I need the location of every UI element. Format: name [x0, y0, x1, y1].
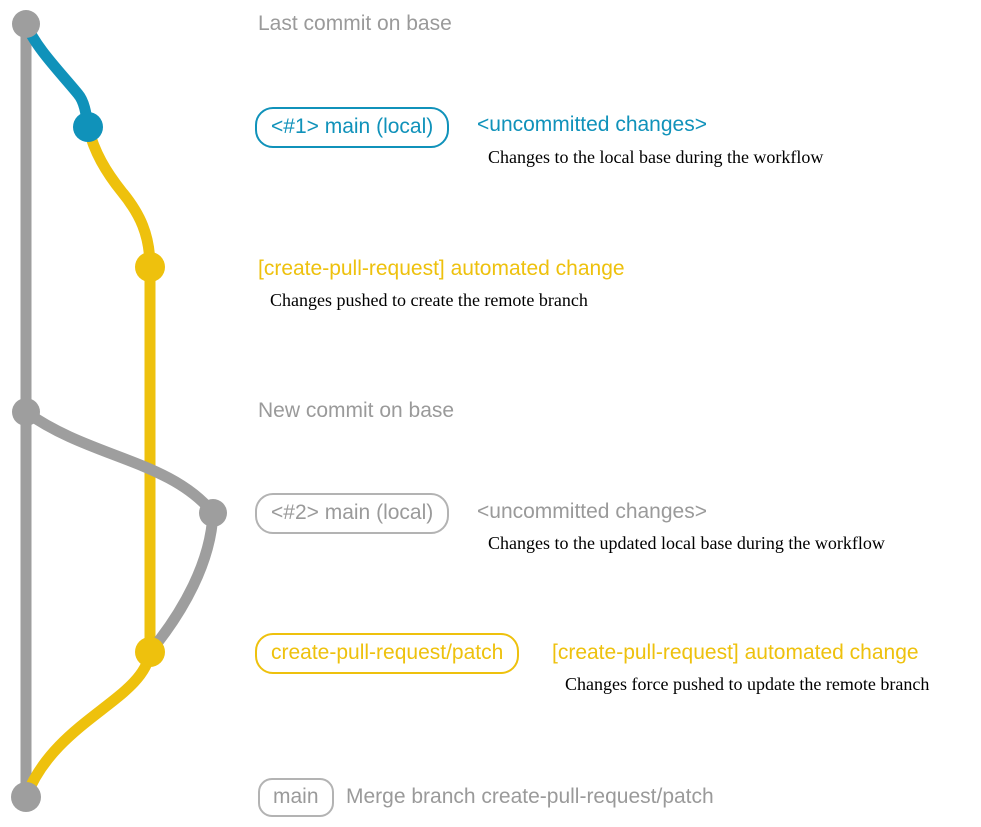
commit-node-local-1: [73, 112, 103, 142]
commit-node-automated-1: [135, 252, 165, 282]
commit-node-automated-2: [135, 637, 165, 667]
automated-change-title-2: [create-pull-request] automated change: [552, 641, 919, 664]
commit-node-last-on-base: [12, 10, 40, 38]
uncommitted-changes-label-1: <uncommitted changes>: [477, 113, 707, 136]
note-force-pushed-update-remote: Changes force pushed to update the remot…: [565, 674, 930, 694]
note-local-base-changes: Changes to the local base during the wor…: [488, 147, 824, 167]
branch-badge-main-local-1: <#1> main (local): [255, 107, 450, 148]
commit-node-local-2: [199, 499, 227, 527]
branch-badge-main-local-2: <#2> main (local): [255, 493, 450, 534]
new-commit-title: New commit on base: [258, 399, 455, 422]
remote-branch-merge-curve: [20, 646, 156, 803]
uncommitted-changes-label-2: <uncommitted changes>: [477, 500, 707, 523]
local-changes-curve: [20, 18, 94, 133]
updated-base-return-curve: [144, 507, 219, 658]
branch-badge-patch: create-pull-request/patch: [255, 633, 520, 674]
note-pushed-create-remote: Changes pushed to create the remote bran…: [270, 290, 588, 310]
merge-commit-message: Merge branch create-pull-request/patch: [346, 785, 714, 808]
automated-change-curve: [82, 121, 156, 273]
last-commit-title: Last commit on base: [258, 12, 452, 35]
note-updated-local-base-changes: Changes to the updated local base during…: [488, 533, 885, 553]
updated-base-out-curve: [20, 406, 219, 519]
commit-node-new-on-base: [12, 398, 40, 426]
branch-badge-main: main: [258, 778, 334, 817]
automated-change-title-1: [create-pull-request] automated change: [258, 257, 625, 280]
commit-node-merge: [11, 782, 41, 812]
